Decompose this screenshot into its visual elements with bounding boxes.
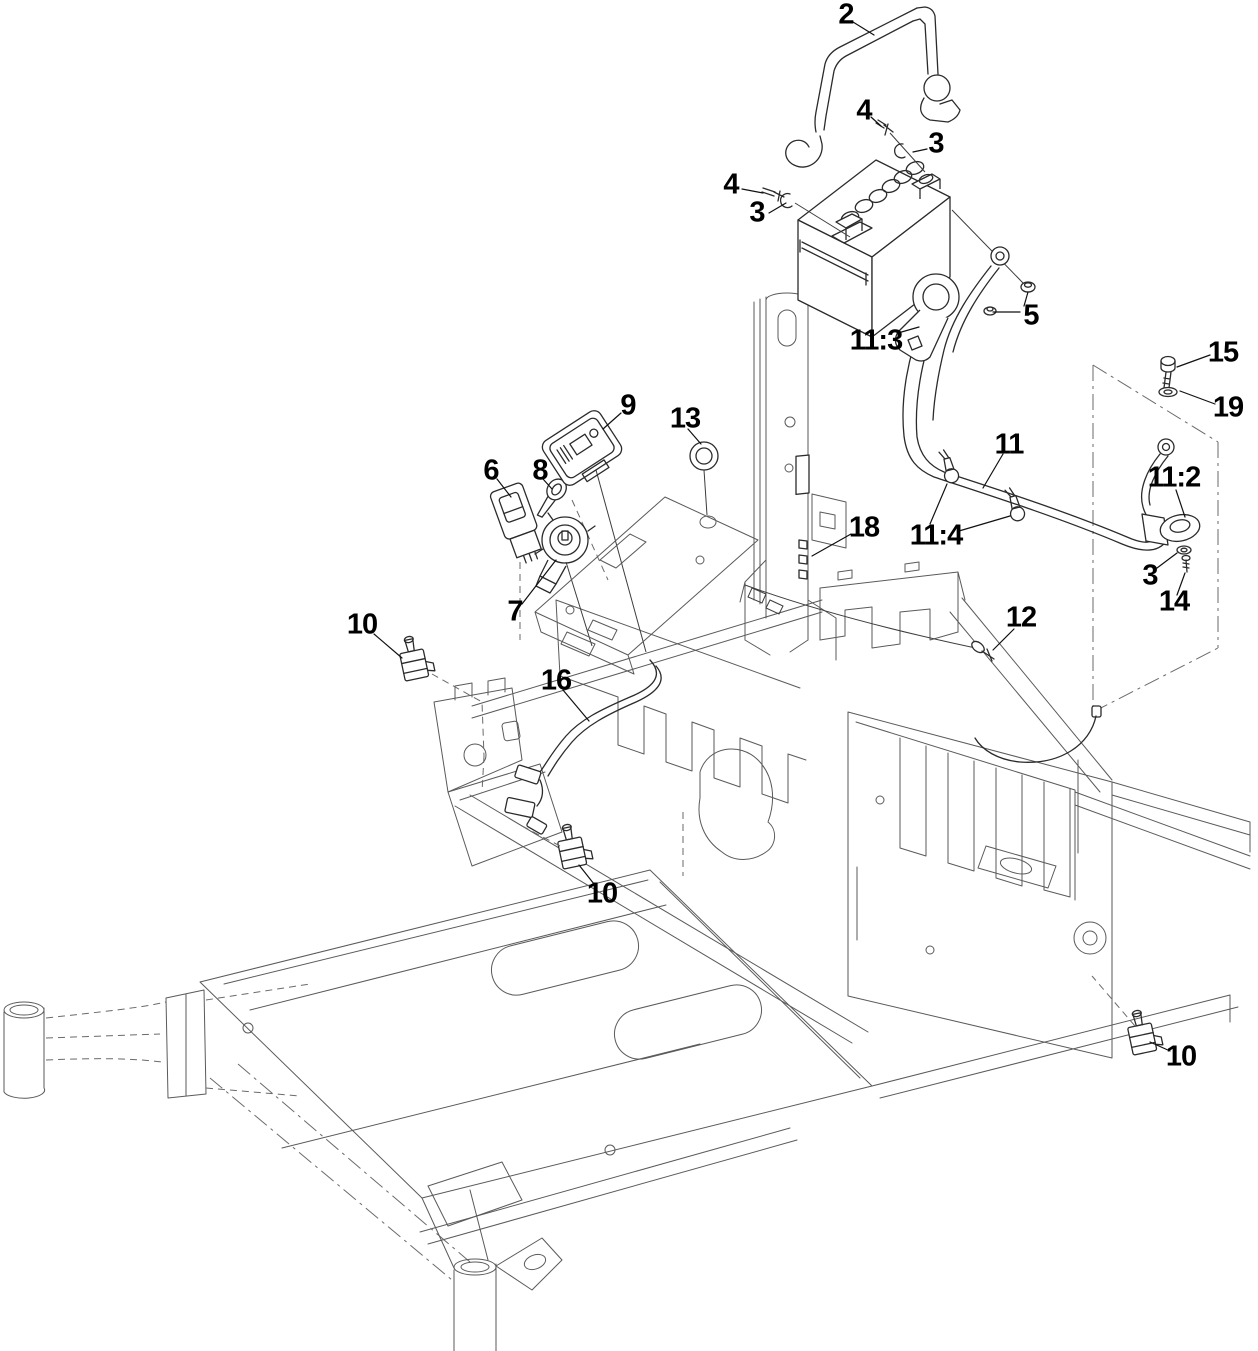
plunger-switch-10-left [399,635,436,682]
right-plate [847,711,1113,1059]
battery [797,132,1025,338]
chassis-frame [3,292,1251,1351]
cable-tie-12 [971,640,995,662]
battery-hold-down-rod [785,6,961,168]
battery-handle [799,239,869,286]
washer-3-left [779,192,851,238]
console-panel [534,496,759,675]
cable-clip-11-4-b [1004,487,1026,522]
decal-18 [795,454,810,580]
callout-13: 13 [669,402,701,435]
frame-wire [744,584,986,651]
callout-9: 9 [620,389,636,422]
callout-3-right: 3 [1142,559,1158,592]
deck-wall-left [555,599,807,804]
floor-pan [199,869,873,1245]
bolt-15 [1160,355,1176,389]
callout-18: 18 [848,511,880,544]
cross-member [819,561,966,649]
terminal-boot-11-3 [894,273,960,362]
left-bracket-cluster [433,677,563,867]
switch-10-right-locator [1091,975,1136,1027]
key-switch-7 [534,469,647,653]
battery-cell-caps [840,160,925,226]
bolt-14 [1181,554,1191,573]
callout-11-2: 11:2 [1147,461,1201,494]
callout-2: 2 [838,0,854,31]
washer-3-right [1176,545,1192,555]
hidden-lines [519,499,684,876]
washer-19 [1158,386,1178,398]
callout-3-left: 3 [749,196,765,229]
callout-4-left: 4 [723,168,739,201]
callout-6: 6 [483,454,499,487]
callout-14: 14 [1158,585,1190,618]
callout-10-left: 10 [346,608,378,641]
callout-8: 8 [532,454,548,487]
plunger-switch-10-right [1127,1009,1164,1056]
battery-terminal-negative [911,173,941,199]
cable-clip-11-4-a [938,449,960,484]
bolt-4-left [761,187,785,202]
cable-ring-terminal-positive [932,246,1010,421]
callout-11-3: 11:3 [849,324,903,357]
callout-12: 12 [1005,601,1037,634]
callout-3-top: 3 [928,127,944,160]
wire-harness-16 [504,659,662,835]
switch-10-left-locator [431,673,485,793]
callout-5: 5 [1023,299,1039,332]
caster-front [421,1161,563,1351]
seat-post [739,292,847,661]
key-8 [536,478,567,518]
deck-wall-right [855,721,1076,901]
cable-tie-phantom [974,705,1102,763]
bolt-4-top [875,119,894,136]
callout-19: 19 [1212,391,1244,424]
callout-4-top: 4 [856,94,872,127]
washer-3-top [893,143,906,159]
battery-cable-assembly [894,246,1201,573]
plunger-switch-10-middle [557,823,594,870]
blob-cutout [698,748,775,860]
phantom-boundary [1092,364,1219,713]
callout-leaders [373,21,1216,1052]
callout-10-middle: 10 [586,877,618,910]
terminal-boot-11-2 [1141,513,1201,546]
caster-arm-left [3,983,471,1281]
rocker-switch-6 [489,482,542,564]
callout-11-4: 11:4 [909,519,963,552]
callout-10-right: 10 [1165,1040,1197,1073]
grommet-13 [689,441,719,529]
module-9 [541,410,623,486]
callout-11: 11 [994,428,1025,461]
callout-15: 15 [1207,336,1239,369]
frame-rails [454,597,1251,1099]
callout-16: 16 [540,664,572,697]
callout-7: 7 [507,595,523,628]
flange-nuts-5 [983,281,1036,316]
